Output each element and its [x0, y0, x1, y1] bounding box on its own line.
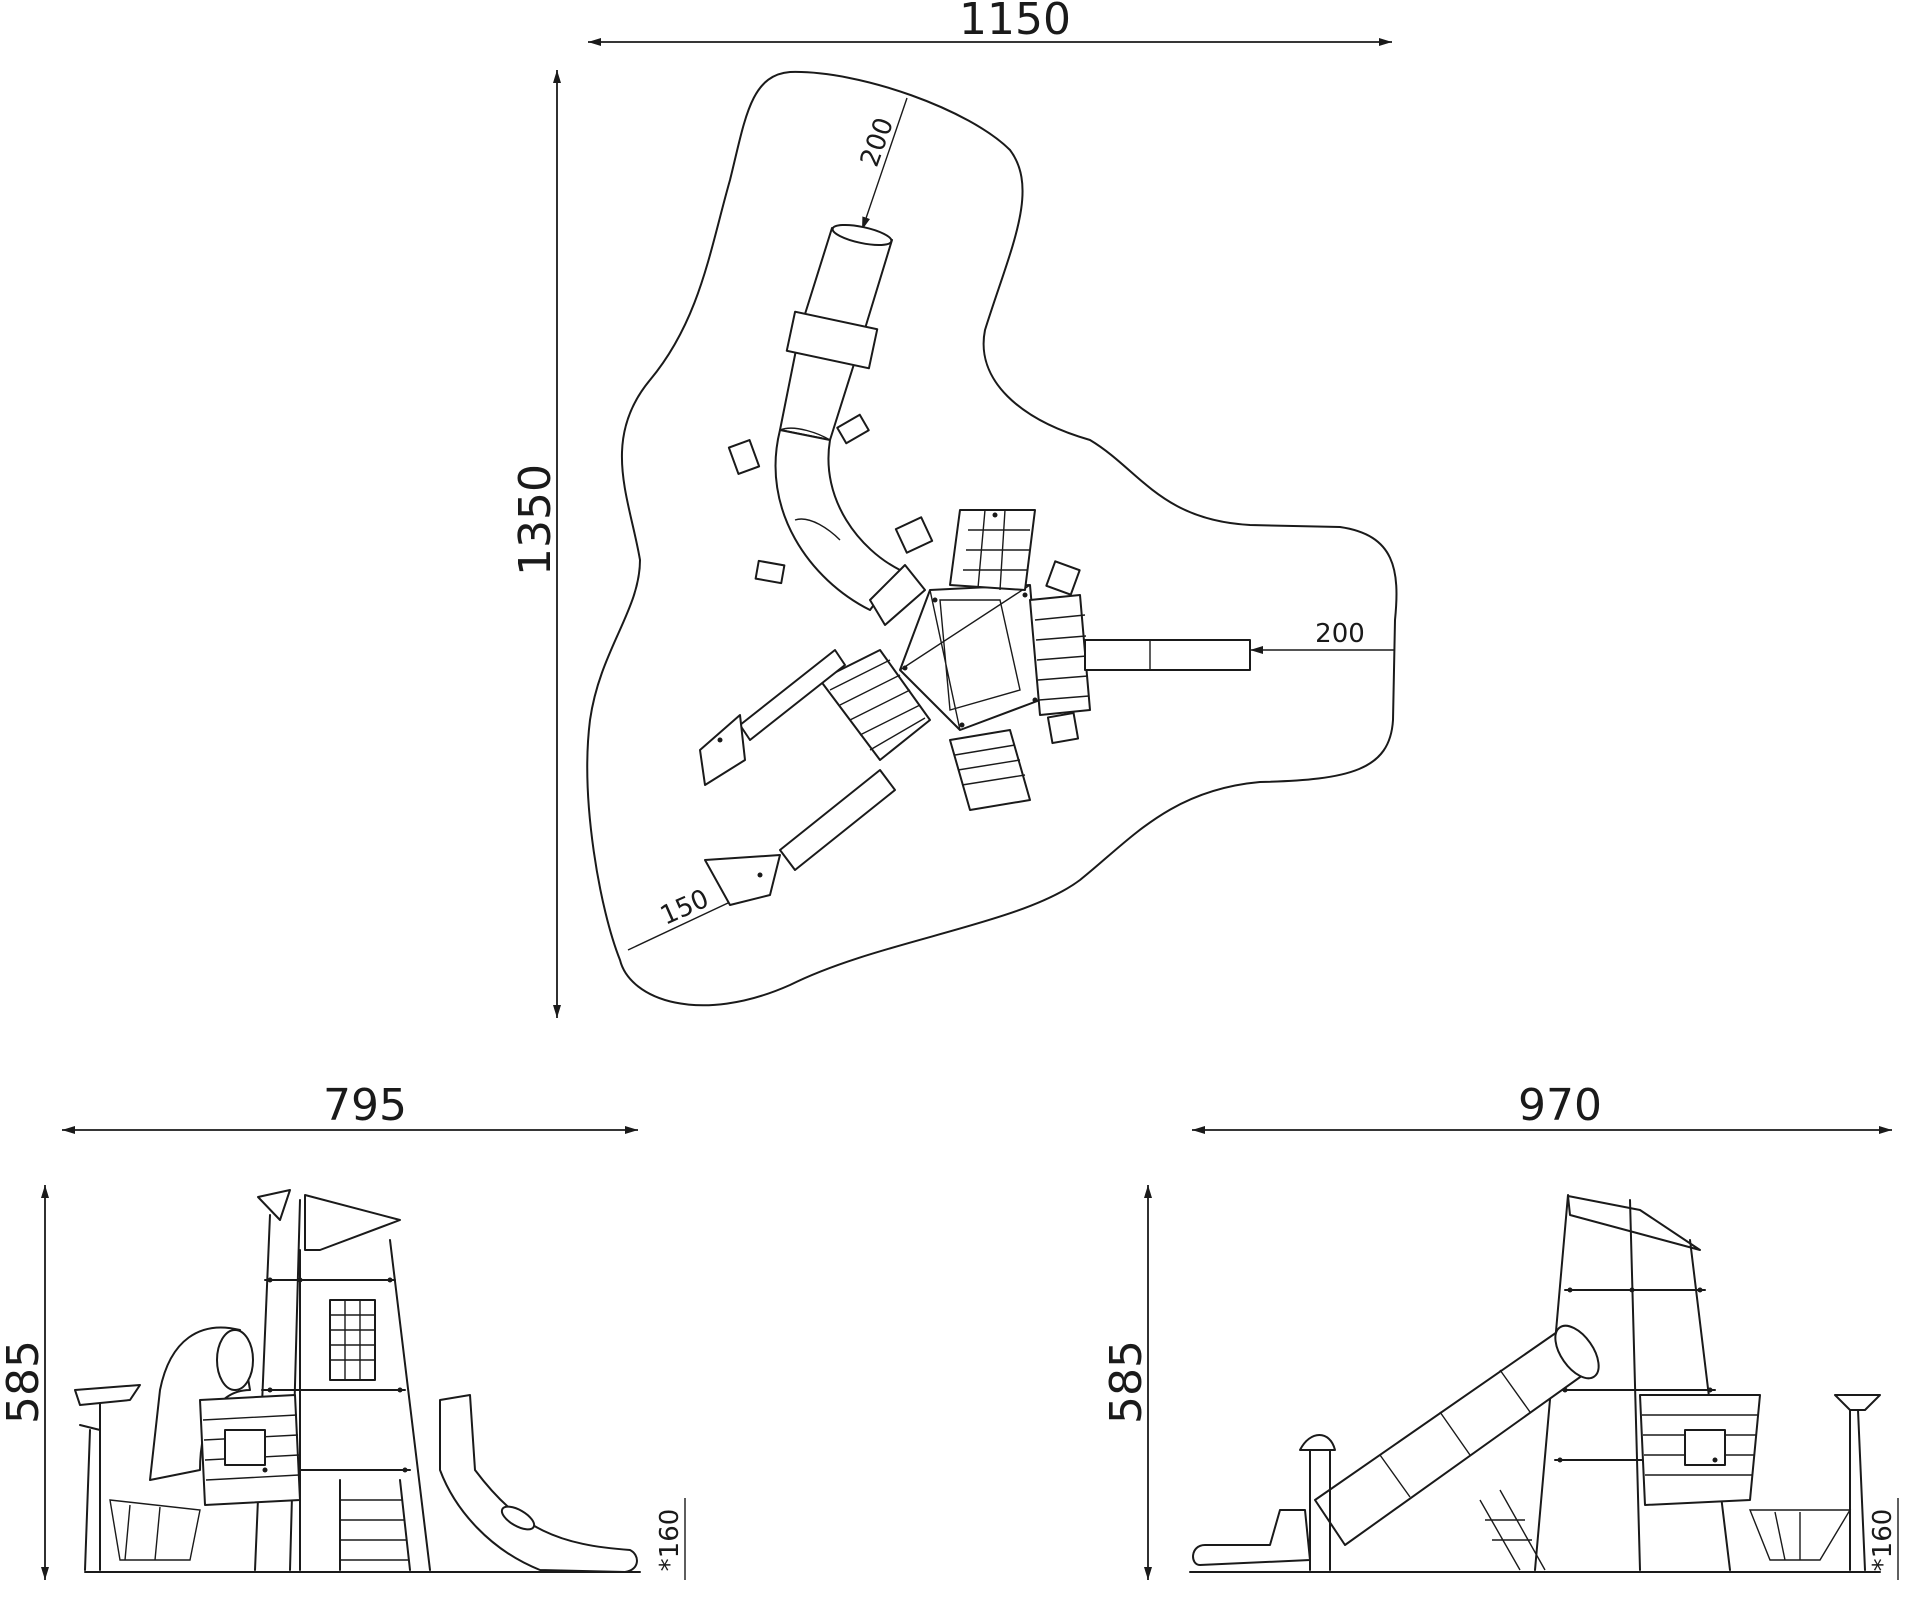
- plan-height-label: 1350: [510, 464, 561, 576]
- clearance-bottom-label: 150: [656, 884, 714, 932]
- tube-slide-plan: [727, 223, 926, 626]
- plan-width-dimension: 1150: [588, 0, 1392, 46]
- right-width-label: 970: [1518, 1080, 1602, 1131]
- plan-view: 1150 1350 200 200 150: [510, 0, 1398, 1018]
- walkways-plan: [699, 649, 896, 906]
- clearance-right-dimension: 200: [1250, 619, 1395, 654]
- tower-plan: [819, 509, 1251, 811]
- left-fall-height-dimension: *160: [655, 1498, 686, 1580]
- left-elevation: 795 585 *160: [0, 1080, 686, 1580]
- left-height-label: 585: [0, 1340, 49, 1424]
- left-width-dimension: 795: [62, 1080, 638, 1134]
- right-height-dimension: 585: [1101, 1185, 1152, 1580]
- right-height-label: 585: [1101, 1340, 1152, 1424]
- right-fall-height-dimension: *160: [1868, 1498, 1899, 1580]
- right-elevation: 970 585 *160: [1101, 1080, 1899, 1580]
- right-bolts: [1557, 1287, 1718, 1463]
- right-fall-height-label: *160: [1868, 1509, 1898, 1572]
- clearance-top-label: 200: [855, 114, 900, 171]
- left-fall-height-label: *160: [655, 1509, 685, 1572]
- safety-zone-outline: [586, 70, 1398, 1007]
- left-width-label: 795: [323, 1080, 407, 1131]
- plan-height-dimension: 1350: [510, 70, 561, 1018]
- left-height-dimension: 585: [0, 1185, 49, 1580]
- left-bolts: [262, 1277, 408, 1473]
- clearance-top-dimension: 200: [855, 97, 908, 231]
- right-width-dimension: 970: [1192, 1080, 1892, 1134]
- plan-width-label: 1150: [959, 0, 1071, 45]
- clearance-right-label: 200: [1315, 619, 1365, 649]
- plan-bolts: [717, 512, 1038, 878]
